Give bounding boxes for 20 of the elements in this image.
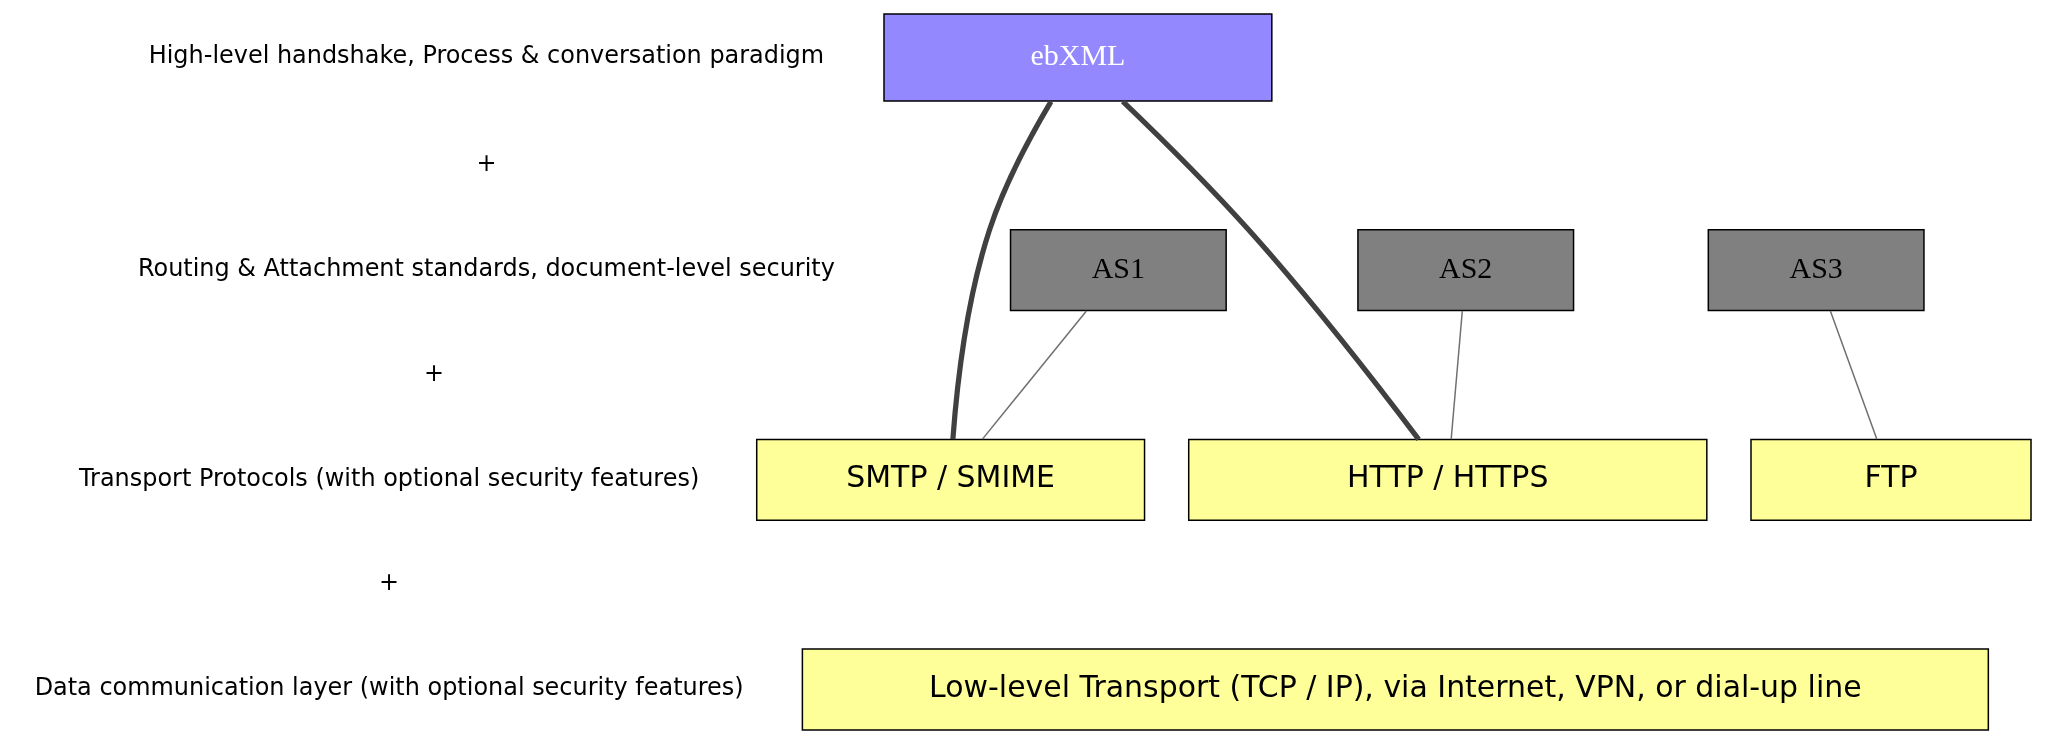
label: High-level handshake, Process & conversation paradigm (148, 41, 825, 70)
connector (1829, 310, 1878, 440)
label: Transport Protocols (with optional security features) (78, 463, 700, 492)
label: + (379, 568, 400, 597)
node-box: AS1 (1009, 229, 1227, 312)
connector (950, 100, 1054, 440)
connector (981, 310, 1088, 440)
label: Routing & Attachment standards, document-level security (137, 253, 835, 282)
connector (1120, 99, 1421, 441)
label: Data communication layer (with optional security features) (34, 673, 744, 702)
node-box: Low-level Transport (TCP / IP), via Internet, VPN, or dial-up line (801, 648, 1990, 731)
node-box: ebXML (883, 13, 1273, 102)
node-box: AS2 (1357, 229, 1575, 312)
label: + (423, 358, 445, 387)
connector (1450, 310, 1464, 440)
node-box: FTP (1750, 438, 2032, 521)
node-box: HTTP / HTTPS (1187, 438, 1708, 521)
node-box: AS3 (1707, 229, 1925, 312)
node-box: SMTP / SMIME (755, 438, 1146, 521)
label: + (476, 149, 497, 178)
